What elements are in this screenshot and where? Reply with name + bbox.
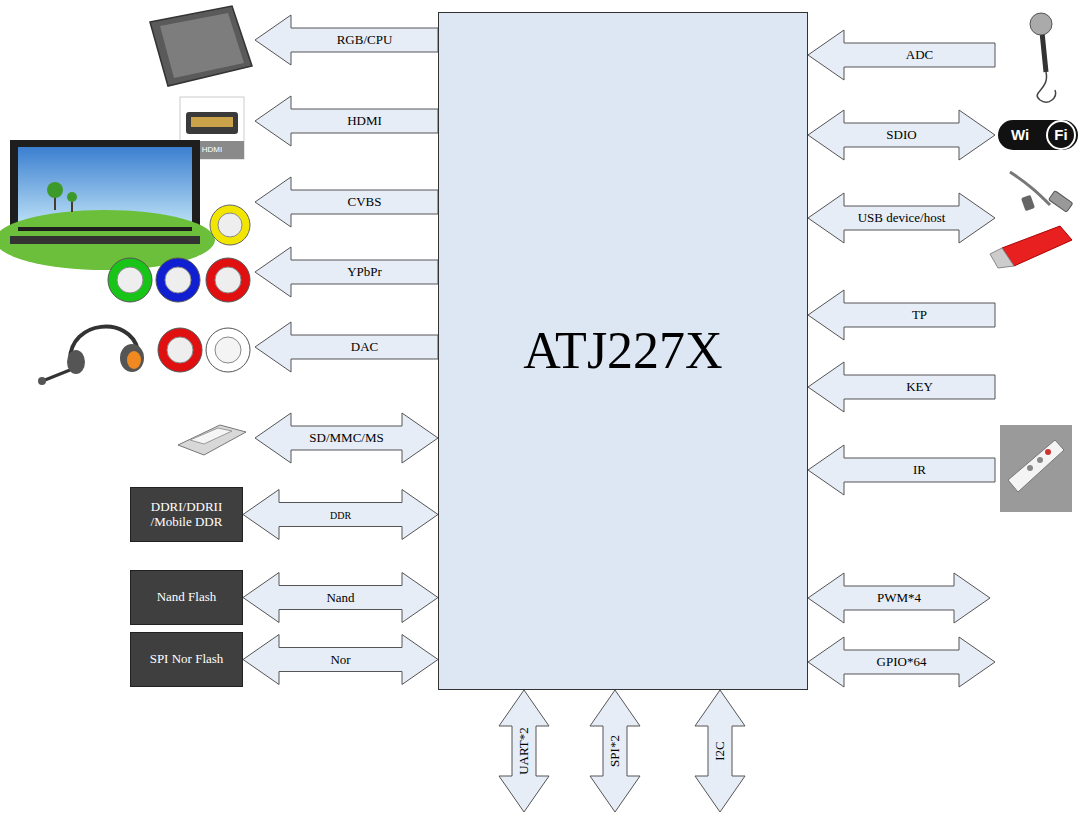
signal-arrow xyxy=(695,690,745,812)
signal-name: PWM*4 xyxy=(877,591,921,605)
memory-name: DDRI/DDRII /Mobile DDR xyxy=(137,500,236,530)
signal-arrow xyxy=(499,690,549,812)
signal-arrow xyxy=(808,445,995,495)
signal-arrow xyxy=(808,290,995,340)
signal-name: IR xyxy=(913,463,926,477)
remote-icon xyxy=(1000,425,1072,512)
wifi-logo xyxy=(998,120,1078,150)
signal-arrow xyxy=(255,322,438,372)
signal-arrow xyxy=(808,573,990,623)
signal-name: YPbPr xyxy=(347,265,382,279)
signal-name: CVBS xyxy=(348,195,382,209)
audio-jacks xyxy=(158,328,250,372)
cvbs-jack xyxy=(210,205,250,245)
signal-name: ADC xyxy=(906,48,933,62)
signal-name: UART*2 xyxy=(517,727,531,775)
signal-arrow xyxy=(808,30,995,80)
signal-name: DAC xyxy=(351,340,378,354)
usb-stick-icon xyxy=(990,226,1072,268)
memory-name: Nand Flash xyxy=(157,590,217,605)
signal-arrow xyxy=(808,637,995,687)
chip-box: ATJ227X xyxy=(438,12,808,690)
bus-name: Nor xyxy=(330,652,350,666)
signal-name: KEY xyxy=(906,380,933,394)
microphone-icon xyxy=(1030,13,1056,102)
bus-arrow xyxy=(243,490,438,540)
tv-icon xyxy=(0,140,215,270)
memory-box: DDRI/DDRII /Mobile DDR xyxy=(130,487,243,542)
bus-name: Nand xyxy=(326,590,354,604)
signal-name: USB device/host xyxy=(858,211,946,225)
signal-name: GPIO*64 xyxy=(877,655,927,669)
bus-arrow xyxy=(243,635,438,685)
bus-arrow xyxy=(243,573,438,623)
chip-name: ATJ227X xyxy=(523,321,722,381)
signal-name: RGB/CPU xyxy=(337,33,393,47)
signal-arrow xyxy=(808,110,995,160)
icon-text: HDMI xyxy=(202,146,222,155)
signal-arrow xyxy=(808,362,995,412)
lcd-panel-icon xyxy=(150,6,252,86)
signal-name: SDIO xyxy=(886,128,916,142)
signal-arrow xyxy=(255,413,438,463)
memory-box: Nand Flash xyxy=(130,570,243,625)
signal-arrow xyxy=(255,247,438,297)
usb-cable-icon xyxy=(1010,172,1073,212)
signal-name: I2C xyxy=(713,741,727,761)
signal-arrow xyxy=(255,177,438,227)
icon-text: Fi xyxy=(1054,127,1067,144)
memory-name: SPI Nor Flash xyxy=(150,652,224,667)
signal-arrow xyxy=(255,96,438,146)
icon-text: Wi xyxy=(1011,127,1029,144)
signal-name: HDMI xyxy=(347,114,382,128)
signal-name: SD/MMC/MS xyxy=(309,431,383,445)
signal-arrow xyxy=(808,193,995,243)
memory-box: SPI Nor Flash xyxy=(130,632,243,687)
signal-arrow xyxy=(590,690,640,812)
card-slot-icon xyxy=(178,425,246,455)
headset-icon xyxy=(38,327,144,385)
signal-arrow xyxy=(255,15,438,65)
signal-name: TP xyxy=(912,308,927,322)
signal-name: SPI*2 xyxy=(608,735,622,767)
bus-name: DDR xyxy=(330,509,351,520)
ypbpr-jacks xyxy=(108,258,250,302)
